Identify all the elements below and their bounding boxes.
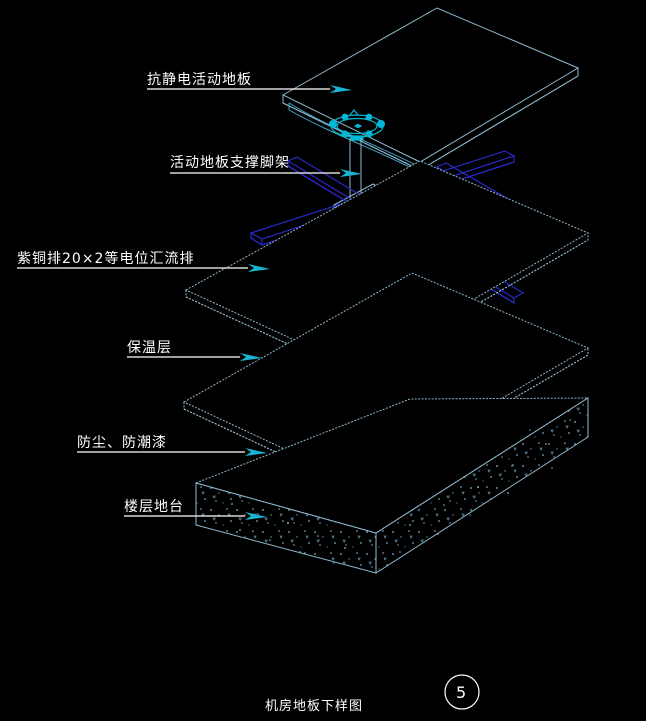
detail-tag-number: 5 <box>456 683 467 702</box>
leader-arrowheads <box>240 85 362 520</box>
arrowhead-paint <box>245 448 267 456</box>
arrowhead-insulation <box>240 353 262 361</box>
label-dust-moisture-paint: 防尘、防潮漆 <box>77 435 167 451</box>
label-raised-floor: 抗静电活动地板 <box>147 72 252 88</box>
concrete-floor-slab <box>194 397 590 574</box>
arrowhead-busbar <box>248 264 270 272</box>
panel-callout-curve <box>288 102 421 173</box>
drawing-title: 机房地板下样图 <box>265 699 364 714</box>
leader-lines <box>17 88 340 517</box>
label-copper-busbar: 紫铜排20×2等电位汇流排 <box>17 251 195 267</box>
pedestal-head-icon <box>329 109 386 141</box>
detail-tag-bubble <box>444 674 480 710</box>
label-insulation-layer: 保温层 <box>127 340 172 356</box>
arrowhead-raised-floor <box>330 85 352 93</box>
label-floor-slab: 楼层地台 <box>124 499 184 515</box>
label-pedestal: 活动地板支撑脚架 <box>170 155 290 171</box>
arrowhead-slab <box>245 512 267 520</box>
arrowhead-pedestal <box>340 169 362 177</box>
